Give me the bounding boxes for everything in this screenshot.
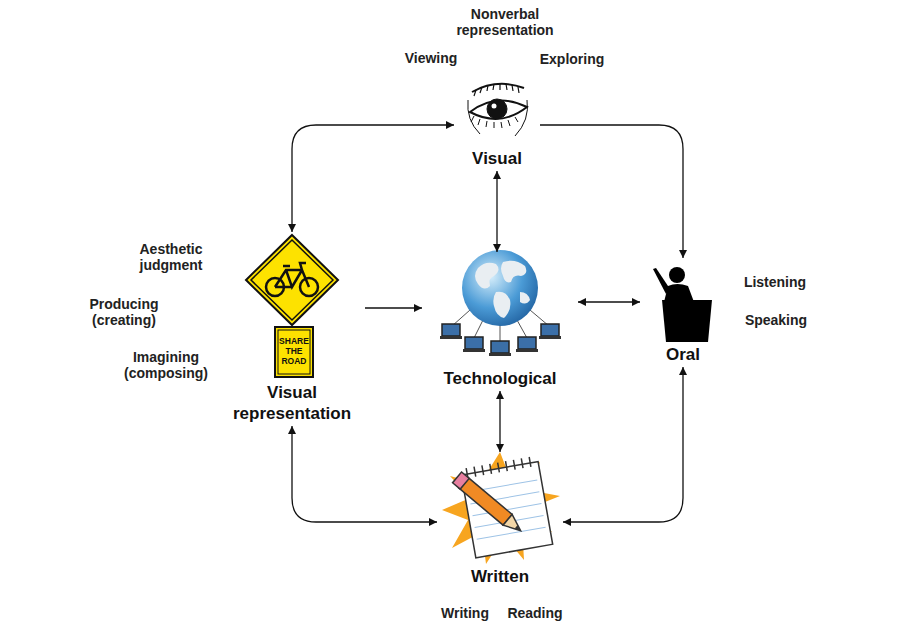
speaker-silhouette — [653, 267, 712, 342]
connector-arrow — [496, 171, 497, 252]
nonverbal-label: Nonverbal representation — [450, 6, 560, 38]
globe-network — [440, 250, 561, 356]
connector-arrow — [540, 125, 683, 258]
visual-representation-node: Visual representation — [219, 232, 365, 426]
oral-node: Oral — [640, 258, 726, 367]
node-label: Oral — [640, 344, 726, 365]
node-label: Written — [437, 566, 563, 587]
notepad-pencil — [442, 452, 560, 564]
written-node: Written — [437, 452, 563, 589]
connector-arrow — [292, 125, 454, 232]
aesthetic-label: Aesthetic judgment — [128, 241, 214, 273]
reading-label: Reading — [500, 605, 570, 621]
bicycle-sign — [246, 235, 338, 377]
node-label: Technological — [422, 368, 578, 389]
connector-arrow — [365, 307, 422, 308]
speaking-label: Speaking — [735, 312, 817, 328]
viewing-label: Viewing — [396, 50, 466, 66]
listening-label: Listening — [732, 274, 818, 290]
connector-arrow — [499, 391, 500, 452]
technological-node: Technological — [422, 252, 578, 391]
connector-arrow — [292, 426, 437, 522]
connector-arrow — [563, 367, 683, 522]
visual-node: Visual — [454, 76, 540, 171]
exploring-label: Exploring — [532, 51, 612, 67]
sign-text: SHARE THE ROAD — [275, 336, 313, 366]
laptops — [440, 324, 561, 356]
producing-label: Producing (creating) — [76, 296, 172, 328]
node-label: Visual — [454, 148, 540, 169]
node-label: Visual representation — [219, 382, 365, 424]
writing-label: Writing — [432, 605, 498, 621]
connector-arrow — [578, 301, 640, 302]
imagining-label: Imagining (composing) — [112, 349, 220, 381]
eye-icon — [468, 84, 528, 136]
